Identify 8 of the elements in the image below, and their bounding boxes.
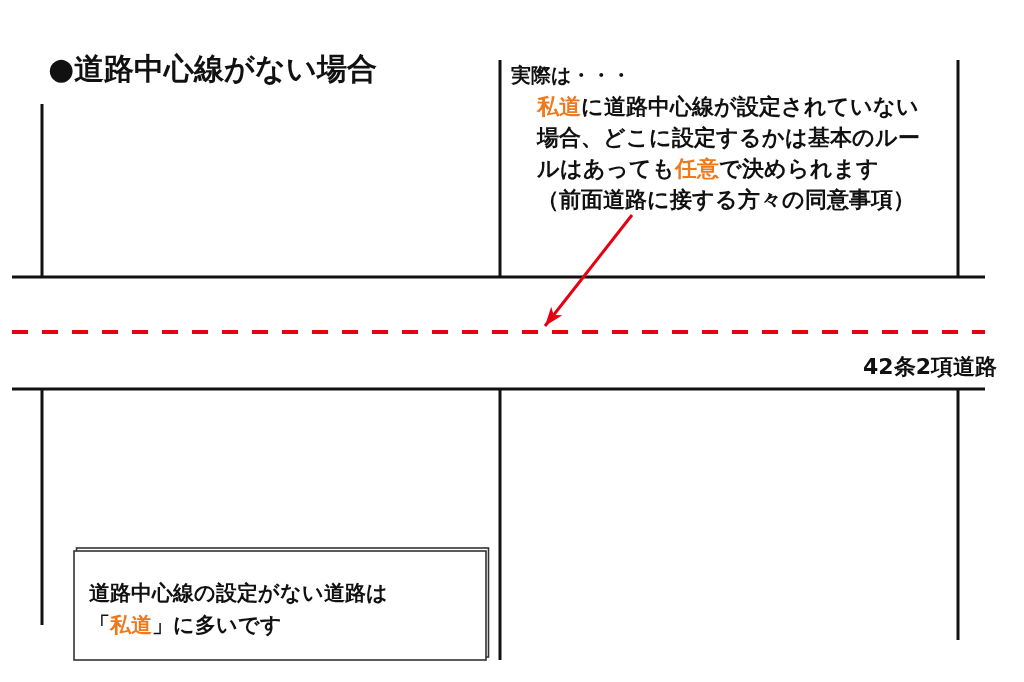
title: ●道路中心線がない場合 xyxy=(48,50,378,88)
road-label: 42条2項道路 xyxy=(863,353,997,381)
callout-text: 道路中心線の設定がない道路は「私道」に多いです xyxy=(89,580,389,639)
arrow xyxy=(543,214,634,327)
note-heading: 実際は・・・ xyxy=(511,62,632,89)
note-text: （前面道路に接する方々の同意事項） xyxy=(537,186,916,214)
note-text: 私道に道路中心線が設定されていない場合、どこに設定するかは基本のルールはあっても任意で決められます xyxy=(537,93,921,183)
callout-box xyxy=(73,547,490,661)
